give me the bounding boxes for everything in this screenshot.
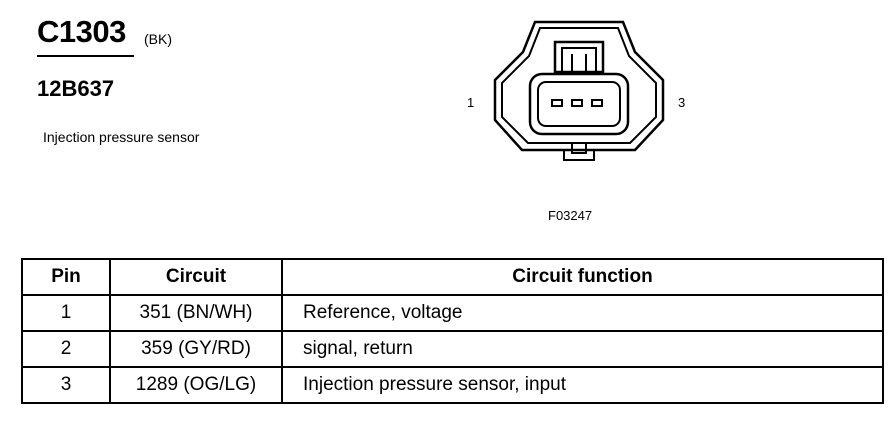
cell-pin: 2 xyxy=(21,330,111,368)
connector-description: Injection pressure sensor xyxy=(43,129,200,145)
table-row: 2 359 (GY/RD) signal, return xyxy=(21,330,884,368)
cell-pin: 1 xyxy=(21,294,111,332)
cell-function: Reference, voltage xyxy=(281,294,884,332)
pinout-table: Pin Circuit Circuit function 1 351 (BN/W… xyxy=(21,258,884,404)
cell-function: signal, return xyxy=(281,330,884,368)
cell-pin: 3 xyxy=(21,366,111,404)
table-header-row: Pin Circuit Circuit function xyxy=(21,258,884,296)
pin-label-left: 1 xyxy=(467,95,475,110)
header-pin: Pin xyxy=(21,258,111,296)
title-underline xyxy=(37,55,134,57)
cell-function: Injection pressure sensor, input xyxy=(281,366,884,404)
cell-circuit: 351 (BN/WH) xyxy=(109,294,283,332)
pin-label-right: 3 xyxy=(678,95,686,110)
cell-circuit: 359 (GY/RD) xyxy=(109,330,283,368)
figure-id: F03247 xyxy=(548,208,593,223)
table-row: 1 351 (BN/WH) Reference, voltage xyxy=(21,294,884,332)
connector-color: (BK) xyxy=(144,31,172,47)
connector-face-diagram xyxy=(493,20,665,161)
header-circuit: Circuit xyxy=(109,258,283,296)
table-row: 3 1289 (OG/LG) Injection pressure sensor… xyxy=(21,366,884,404)
connector-code: C1303 xyxy=(37,14,126,49)
header-circuit-function: Circuit function xyxy=(281,258,884,296)
part-number: 12B637 xyxy=(37,76,115,101)
cell-circuit: 1289 (OG/LG) xyxy=(109,366,283,404)
